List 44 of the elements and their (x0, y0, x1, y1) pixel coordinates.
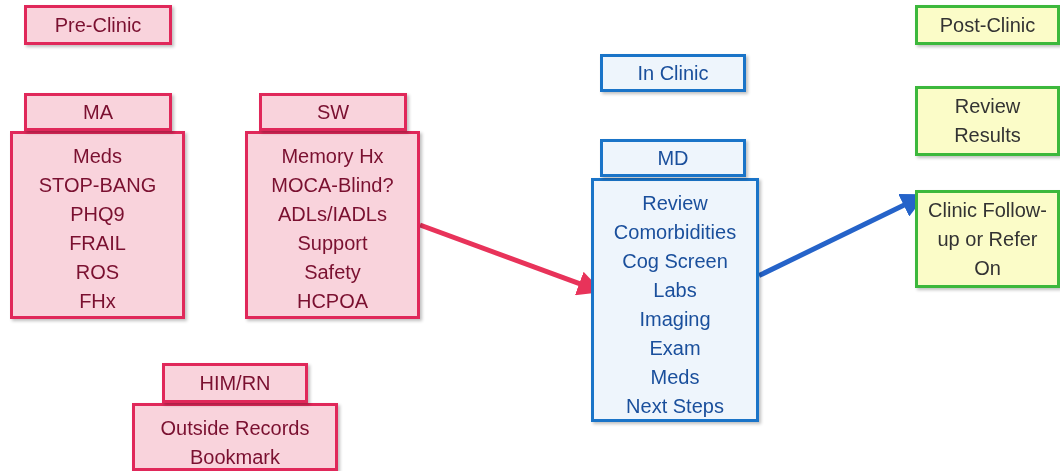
list-item: Meds (73, 144, 122, 169)
list-item: Safety (304, 260, 361, 285)
list-item: Labs (653, 278, 697, 303)
list-item: STOP-BANG (38, 173, 157, 198)
box-label: MD (657, 145, 689, 171)
list-item: Review (642, 191, 708, 216)
task-list-box (10, 131, 185, 319)
process-box (915, 86, 1060, 156)
list-item: Next Steps (626, 394, 724, 419)
task-list-box (245, 131, 420, 319)
header-box (24, 93, 172, 131)
header-box (162, 363, 308, 403)
list-item: Memory Hx (281, 144, 384, 169)
box-label: HIM/RN (199, 370, 271, 396)
header-box (600, 54, 746, 92)
list-item: Bookmark (190, 445, 280, 470)
list-item: HCPOA (296, 289, 369, 314)
list-item: Comorbidities (613, 220, 737, 245)
box-label: Post-Clinic (939, 12, 1036, 38)
header-box (24, 5, 172, 45)
box-label: SW (316, 99, 350, 125)
list-item: Outside Records (160, 416, 310, 441)
header-box (259, 93, 407, 131)
list-item: PHQ9 (70, 202, 125, 227)
list-item: ROS (75, 260, 120, 285)
list-item: Exam (649, 336, 701, 361)
task-list-box (132, 403, 338, 471)
list-item: ADLs/IADLs (278, 202, 387, 227)
box-label: Pre-Clinic (54, 12, 142, 38)
list-item: MOCA-Blind? (271, 173, 394, 198)
list-item: FHx (79, 289, 116, 314)
process-box (915, 190, 1060, 288)
list-item: Meds (650, 365, 700, 390)
header-box (915, 5, 1060, 45)
list-item: Imaging (639, 307, 711, 332)
box-label: Review Results (953, 94, 1022, 148)
box-label: Clinic Follow-up or Refer On (927, 197, 1048, 281)
list-item: Support (297, 231, 368, 256)
box-label: MA (83, 99, 113, 125)
list-item: Cog Screen (622, 249, 728, 274)
box-label: In Clinic (637, 60, 709, 86)
list-item: FRAIL (69, 231, 126, 256)
task-list-box (591, 178, 759, 422)
header-box (600, 139, 746, 177)
